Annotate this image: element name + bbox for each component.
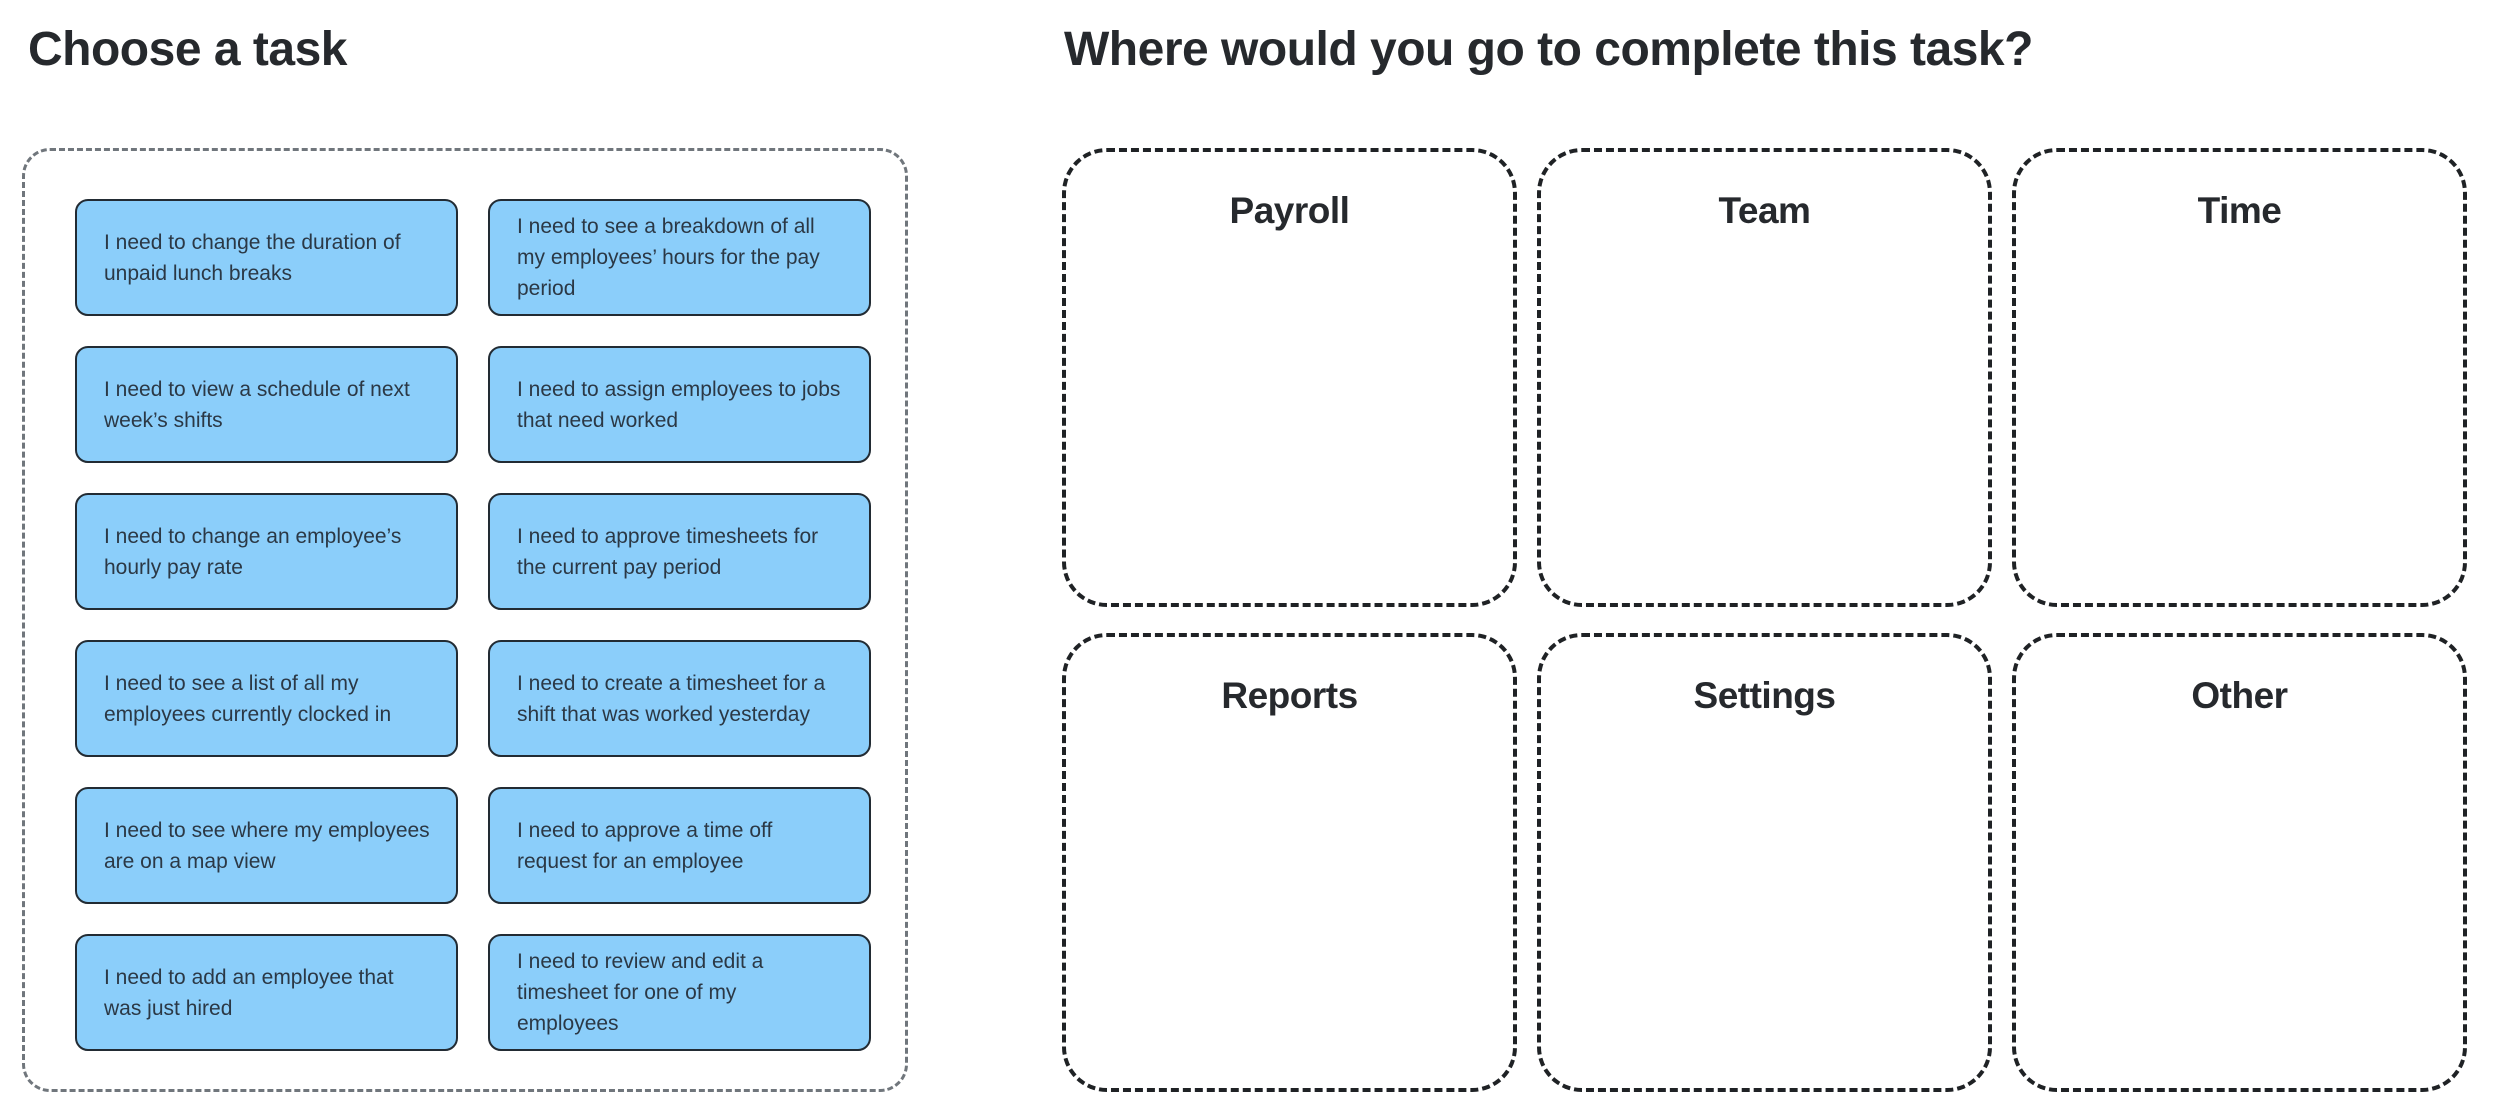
task-card-label: I need to approve a time off request for… — [517, 818, 773, 873]
task-card-label: I need to see a list of all my employees… — [104, 671, 392, 726]
category-box-other[interactable]: Other — [2012, 633, 2467, 1092]
task-card-label: I need to add an employee that was just … — [104, 965, 394, 1020]
task-card-label: I need to review and edit a timesheet fo… — [517, 950, 764, 1035]
task-card[interactable]: I need to review and edit a timesheet fo… — [488, 934, 871, 1051]
left-panel-title: Choose a task — [28, 23, 347, 76]
task-card[interactable]: I need to approve timesheets for the cur… — [488, 493, 871, 610]
task-card-label: I need to change the duration of unpaid … — [104, 230, 401, 285]
category-box-payroll[interactable]: Payroll — [1062, 148, 1517, 607]
task-card-label: I need to create a timesheet for a shift… — [517, 671, 826, 726]
task-card[interactable]: I need to see a breakdown of all my empl… — [488, 199, 871, 316]
task-card-label: I need to change an employee’s hourly pa… — [104, 524, 402, 579]
category-box-time[interactable]: Time — [2012, 148, 2467, 607]
category-label: Reports — [1221, 675, 1358, 716]
category-box-settings[interactable]: Settings — [1537, 633, 1992, 1092]
task-card[interactable]: I need to see a list of all my employees… — [75, 640, 458, 757]
task-card[interactable]: I need to change an employee’s hourly pa… — [75, 493, 458, 610]
task-card-label: I need to see a breakdown of all my empl… — [517, 215, 820, 300]
task-card[interactable]: I need to add an employee that was just … — [75, 934, 458, 1051]
category-box-team[interactable]: Team — [1537, 148, 1992, 607]
task-card[interactable]: I need to approve a time off request for… — [488, 787, 871, 904]
task-card[interactable]: I need to view a schedule of next week’s… — [75, 346, 458, 463]
task-pool-container: I need to change the duration of unpaid … — [22, 148, 908, 1092]
category-label: Time — [2197, 190, 2282, 231]
task-card[interactable]: I need to create a timesheet for a shift… — [488, 640, 871, 757]
category-box-reports[interactable]: Reports — [1062, 633, 1517, 1092]
category-label: Other — [2191, 675, 2288, 716]
task-card[interactable]: I need to see where my employees are on … — [75, 787, 458, 904]
category-label: Team — [1718, 190, 1811, 231]
task-card-label: I need to approve timesheets for the cur… — [517, 524, 819, 579]
right-panel-title: Where would you go to complete this task… — [1064, 23, 2033, 76]
task-card-label: I need to view a schedule of next week’s… — [104, 377, 410, 432]
category-label: Payroll — [1229, 190, 1350, 231]
task-card-label: I need to see where my employees are on … — [104, 818, 430, 873]
task-card[interactable]: I need to change the duration of unpaid … — [75, 199, 458, 316]
task-card-label: I need to assign employees to jobs that … — [517, 377, 841, 432]
category-label: Settings — [1693, 675, 1836, 716]
task-card[interactable]: I need to assign employees to jobs that … — [488, 346, 871, 463]
